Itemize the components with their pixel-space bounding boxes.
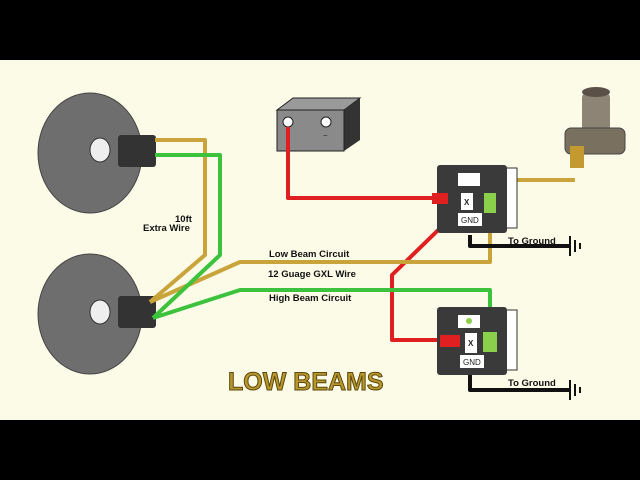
- to-ground-label-2: To Ground: [508, 378, 556, 389]
- relay-1-pin-gnd: GND: [461, 216, 479, 225]
- relay-jumper-wire: [390, 200, 469, 342]
- relay-2-pin-x: X: [468, 339, 474, 348]
- battery-minus-label: −: [323, 131, 328, 140]
- ground-symbol-1: [569, 236, 581, 256]
- headlight-connector: [118, 296, 156, 328]
- diagram-title: LOW BEAMS: [228, 368, 384, 396]
- dimmer-switch: [564, 87, 626, 168]
- battery-positive-terminal: [282, 116, 294, 128]
- ground-symbol-2: [569, 380, 581, 400]
- relay-2-pin-gnd: GND: [463, 358, 481, 367]
- headlight-top: [37, 92, 156, 214]
- wire-type-label: 12 Guage GXL Wire: [268, 269, 356, 280]
- relay-1-power-connector: [432, 193, 448, 204]
- battery-negative-terminal: [320, 116, 332, 128]
- relay-2-power-connector: [440, 335, 460, 347]
- relay-1-pin-x: X: [464, 198, 470, 207]
- relay-2: X GND: [437, 307, 518, 375]
- ground-wire-2: [468, 370, 570, 392]
- low-beam-wire: [149, 210, 492, 304]
- headlight-connector: [118, 135, 156, 167]
- headlight-bottom: [37, 253, 156, 375]
- low-beam-circuit-label: Low Beam Circuit: [269, 249, 350, 260]
- extra-high-beam-wire: [151, 153, 222, 320]
- extra-wire-label-line1: 10ft: [175, 214, 193, 225]
- ground-wire-1: [468, 235, 570, 248]
- extra-low-beam-wire: [148, 138, 207, 304]
- to-ground-label-1: To Ground: [508, 236, 556, 247]
- high-beam-circuit-label: High Beam Circuit: [269, 293, 352, 304]
- power-wire: [286, 127, 440, 200]
- extra-wire-label-line2: Extra Wire: [143, 223, 190, 234]
- relay-1: X GND: [437, 165, 518, 233]
